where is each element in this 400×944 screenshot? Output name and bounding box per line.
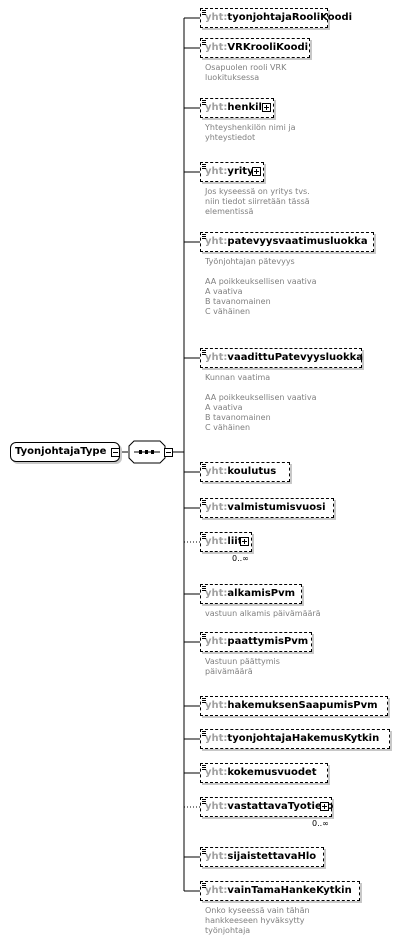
element-type-glyph-icon (201, 234, 207, 240)
element-type-glyph-icon (201, 464, 207, 470)
element-name: vainTamaHankeKytkin (227, 885, 352, 896)
element-box-VRKrooliKoodi[interactable]: yht:VRKrooliKoodi (200, 38, 310, 58)
element-description: Työnjohtajan pätevyys AA poikkeuksellise… (205, 257, 317, 316)
expand-plus-icon[interactable] (262, 103, 271, 112)
element-type-glyph-icon (201, 698, 207, 704)
element-type-glyph-icon (201, 40, 207, 46)
element-name: liite (227, 536, 250, 547)
namespace-prefix: yht: (205, 767, 228, 778)
namespace-prefix: yht: (205, 466, 228, 477)
expand-plus-icon[interactable] (320, 802, 329, 811)
element-name: tyonjohtajaHakemusKytkin (227, 733, 380, 744)
element-name: valmistumisvuosi (227, 502, 326, 513)
element-type-glyph-icon (201, 100, 207, 106)
element-description: Jos kyseessä on yritys tvs. niin tiedot … (205, 187, 310, 216)
namespace-prefix: yht: (205, 733, 228, 744)
element-description: Vastuun päättymis päivämäärä (205, 657, 280, 676)
element-description: Kunnan vaatima AA poikkeuksellisen vaati… (205, 373, 317, 432)
element-box-alkamisPvm[interactable]: yht:alkamisPvm (200, 584, 302, 604)
element-box-vainTamaHankeKytkin[interactable]: yht:vainTamaHankeKytkin (200, 881, 360, 901)
namespace-prefix: yht: (205, 502, 228, 513)
element-box-patevyysvaatimusluokka[interactable]: yht:patevyysvaatimusluokka (200, 232, 374, 252)
cardinality-label: 0..∞ (232, 554, 249, 563)
element-name: sijaistettavaHlo (227, 851, 317, 862)
element-type-glyph-icon (201, 164, 207, 170)
element-box-liite[interactable]: yht:liite (200, 532, 252, 552)
namespace-prefix: yht: (205, 851, 228, 862)
element-type-glyph-icon (201, 849, 207, 855)
element-name: hakemuksenSaapumisPvm (227, 700, 378, 711)
element-type-glyph-icon (201, 731, 207, 737)
element-name: yritys (227, 166, 260, 177)
element-type-glyph-icon (201, 10, 207, 16)
expand-plus-icon[interactable] (240, 537, 249, 546)
sequence-collapse-icon[interactable] (164, 448, 173, 457)
element-type-glyph-icon (201, 799, 207, 805)
element-box-vaadittuPatevyysluokka[interactable]: yht:vaadittuPatevyysluokka (200, 348, 364, 368)
namespace-prefix: yht: (205, 588, 228, 599)
element-box-sijaistettavaHlo[interactable]: yht:sijaistettavaHlo (200, 847, 324, 867)
element-name: vaadittuPatevyysluokka (227, 352, 364, 363)
root-collapse-icon[interactable] (111, 448, 120, 457)
namespace-prefix: yht: (205, 236, 228, 247)
element-box-koulutus[interactable]: yht:koulutus (200, 462, 290, 482)
element-type-glyph-icon (201, 765, 207, 771)
element-description: Yhteyshenkilön nimi ja yhteystiedot (205, 123, 296, 142)
element-box-tyonjohtajaRooliKoodi[interactable]: yht:tyonjohtajaRooliKoodi (200, 8, 352, 28)
element-name: alkamisPvm (227, 588, 296, 599)
expand-plus-icon[interactable] (252, 167, 261, 176)
namespace-prefix: yht: (205, 102, 228, 113)
element-box-vastattavaTyotieto[interactable]: yht:vastattavaTyotieto (200, 797, 334, 817)
root-type-box[interactable]: TyonjohtajaType (10, 442, 120, 462)
element-name: paattymisPvm (227, 636, 309, 647)
element-type-glyph-icon (201, 350, 207, 356)
namespace-prefix: yht: (205, 885, 228, 896)
element-type-glyph-icon (201, 534, 207, 540)
element-name: patevyysvaatimusluokka (227, 236, 368, 247)
element-name: henkilo (227, 102, 269, 113)
namespace-prefix: yht: (205, 166, 228, 177)
root-type-name: TyonjohtajaType (15, 446, 107, 457)
sequence-compositor-icon[interactable] (128, 440, 166, 464)
element-description: Onko kyseessä vain tähän hankkeeseen hyv… (205, 906, 310, 935)
namespace-prefix: yht: (205, 801, 228, 812)
element-box-yritys[interactable]: yht:yritys (200, 162, 264, 182)
element-name: tyonjohtajaRooliKoodi (227, 12, 353, 23)
cardinality-label: 0..∞ (312, 819, 329, 828)
element-box-tyonjohtajaHakemusKytkin[interactable]: yht:tyonjohtajaHakemusKytkin (200, 729, 390, 749)
namespace-prefix: yht: (205, 352, 228, 363)
element-box-paattymisPvm[interactable]: yht:paattymisPvm (200, 632, 312, 652)
element-box-kokemusvuodet[interactable]: yht:kokemusvuodet (200, 763, 328, 783)
element-box-valmistumisvuosi[interactable]: yht:valmistumisvuosi (200, 498, 334, 518)
element-type-glyph-icon (201, 883, 207, 889)
element-description: Osapuolen rooli VRK luokituksessa (205, 63, 287, 82)
element-type-glyph-icon (201, 500, 207, 506)
namespace-prefix: yht: (205, 700, 228, 711)
element-description: vastuun alkamis päivämäärä (205, 609, 321, 618)
element-box-henkilo[interactable]: yht:henkilo (200, 98, 274, 118)
namespace-prefix: yht: (205, 42, 228, 53)
element-box-hakemuksenSaapumisPvm[interactable]: yht:hakemuksenSaapumisPvm (200, 696, 388, 716)
element-name: vastattavaTyotieto (227, 801, 334, 812)
namespace-prefix: yht: (205, 12, 228, 23)
namespace-prefix: yht: (205, 636, 228, 647)
element-type-glyph-icon (201, 634, 207, 640)
element-name: kokemusvuodet (227, 767, 317, 778)
namespace-prefix: yht: (205, 536, 228, 547)
element-type-glyph-icon (201, 586, 207, 592)
element-name: VRKrooliKoodi (227, 42, 309, 53)
element-name: koulutus (227, 466, 277, 477)
